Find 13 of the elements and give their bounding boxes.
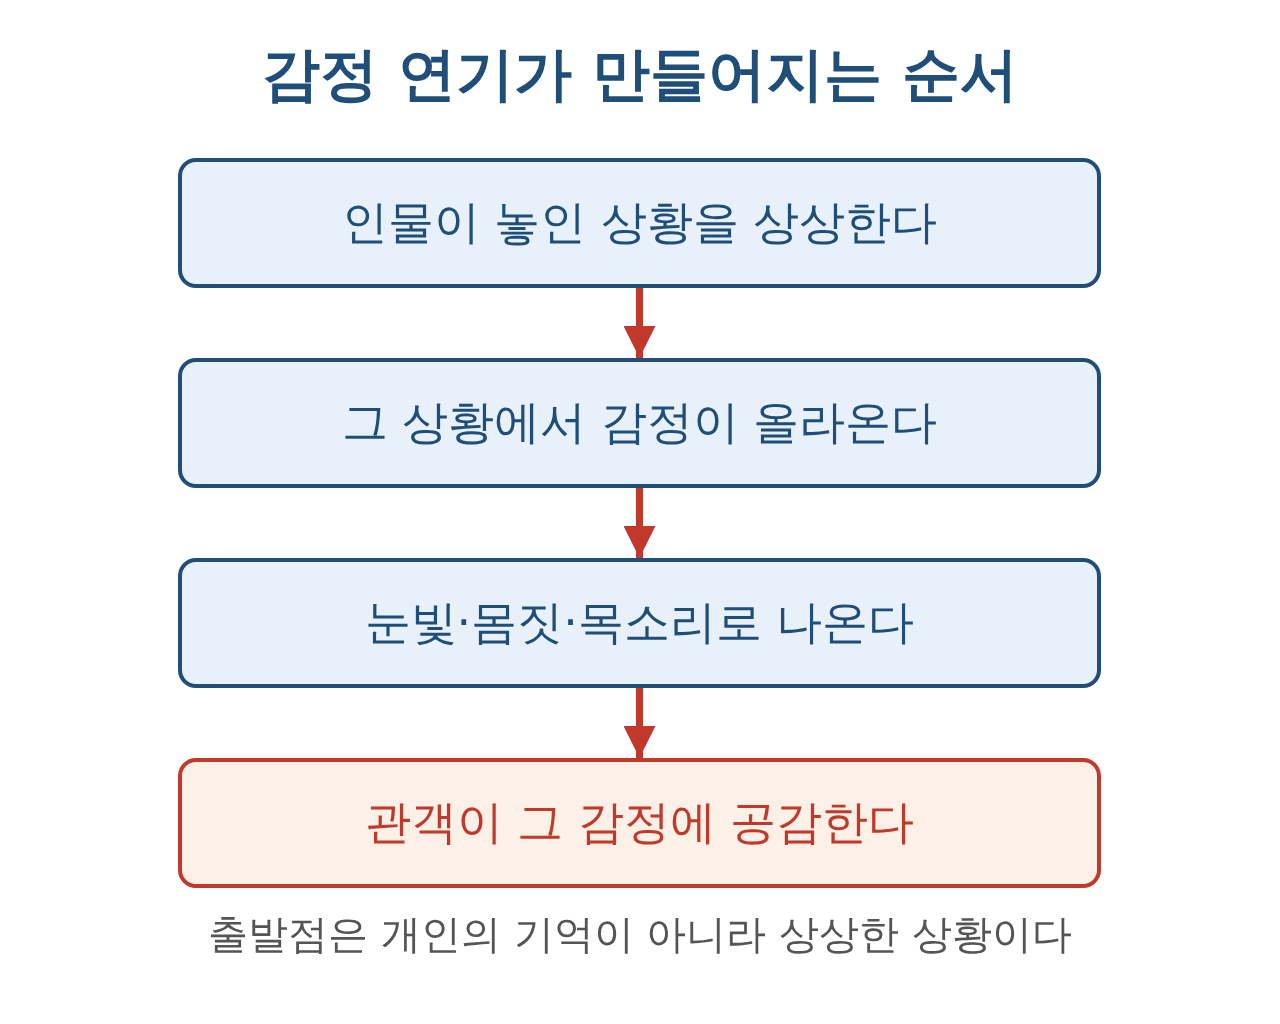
caption: 출발점은 개인의 기억이 아니라 상상한 상황이다	[207, 910, 1073, 959]
step-text: 그 상황에서 감정이 올라온다	[341, 394, 938, 452]
arrow	[623, 488, 656, 558]
arrow	[623, 688, 656, 758]
step-box	[178, 558, 1101, 688]
step-text: 인물이 놓인 상황을 상상한다	[341, 194, 938, 252]
step-box	[178, 158, 1101, 288]
diagram-title: 감정 연기가 만들어지는 순서	[260, 39, 1020, 110]
step-text: 눈빛·몸짓·목소리로 나온다	[364, 594, 915, 652]
arrow	[623, 288, 656, 358]
step-text: 관객이 그 감정에 공감한다	[364, 794, 915, 852]
step-box	[178, 358, 1101, 488]
step-box	[178, 758, 1101, 888]
